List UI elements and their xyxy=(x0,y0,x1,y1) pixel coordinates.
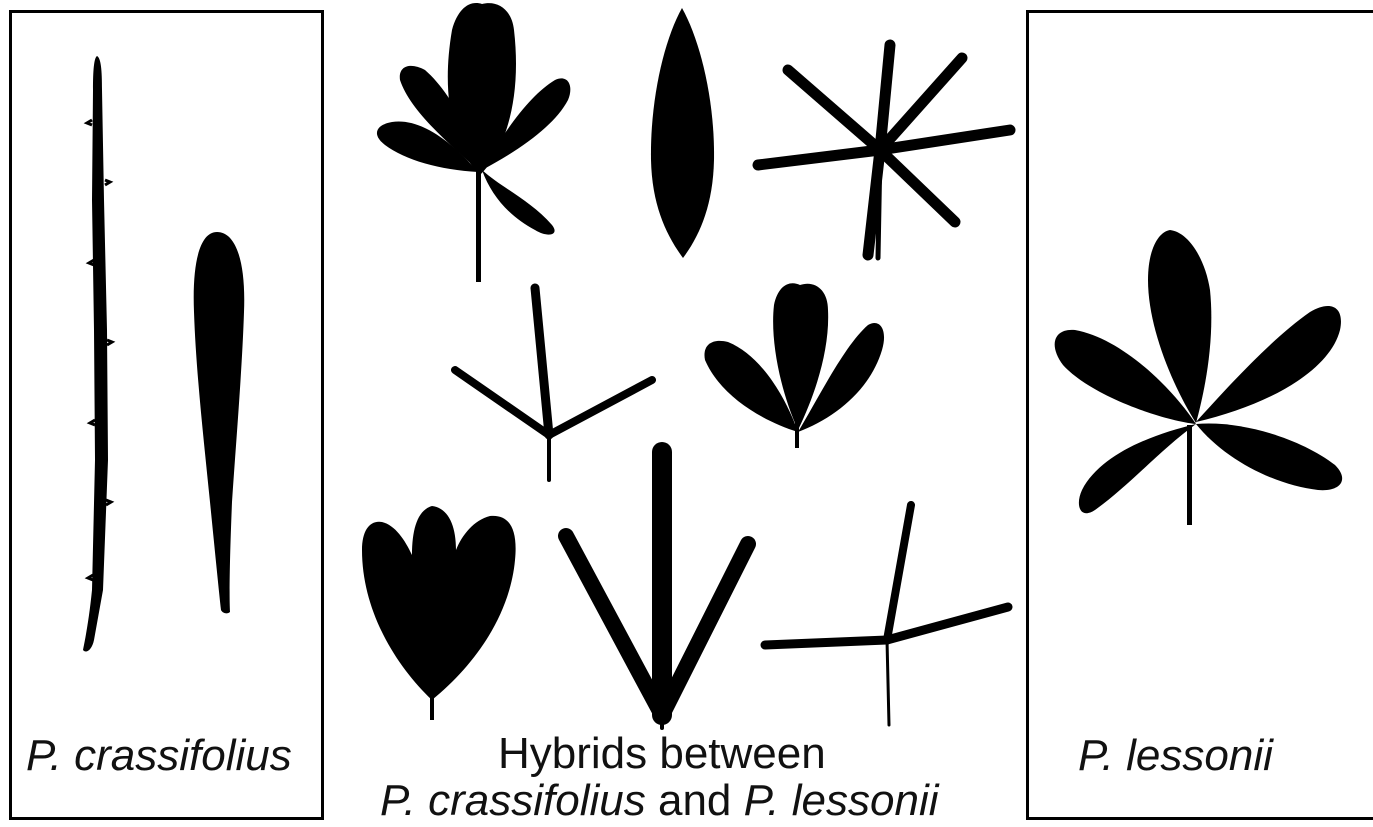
caption-hybrids-species-a: P. crassifolius xyxy=(380,776,646,825)
hybrid-leaf-8 xyxy=(765,505,1008,725)
hybrid-leaf-7 xyxy=(566,452,748,728)
caption-hybrids-species: P. crassifolius and P. lessonii xyxy=(380,777,939,825)
hybrid-leaf-3 xyxy=(758,45,1010,258)
caption-crassifolius: P. crassifolius xyxy=(26,732,292,780)
hybrid-leaf-2 xyxy=(651,8,714,258)
hybrid-leaf-1 xyxy=(377,3,570,282)
caption-lessonii: P. lessonii xyxy=(1078,732,1273,780)
hybrid-leaf-5 xyxy=(704,283,884,448)
hybrid-leaf-6 xyxy=(362,506,516,720)
hybrid-leaf-4 xyxy=(455,288,652,480)
caption-hybrids-connector: and xyxy=(646,776,744,825)
crassifolius-linear-leaf xyxy=(83,56,112,652)
caption-hybrids-species-b: P. lessonii xyxy=(744,776,939,825)
caption-hybrids-title: Hybrids between xyxy=(498,730,826,778)
lessonii-palmate-leaf xyxy=(1055,230,1342,525)
crassifolius-oblanceolate-leaf xyxy=(194,232,245,613)
